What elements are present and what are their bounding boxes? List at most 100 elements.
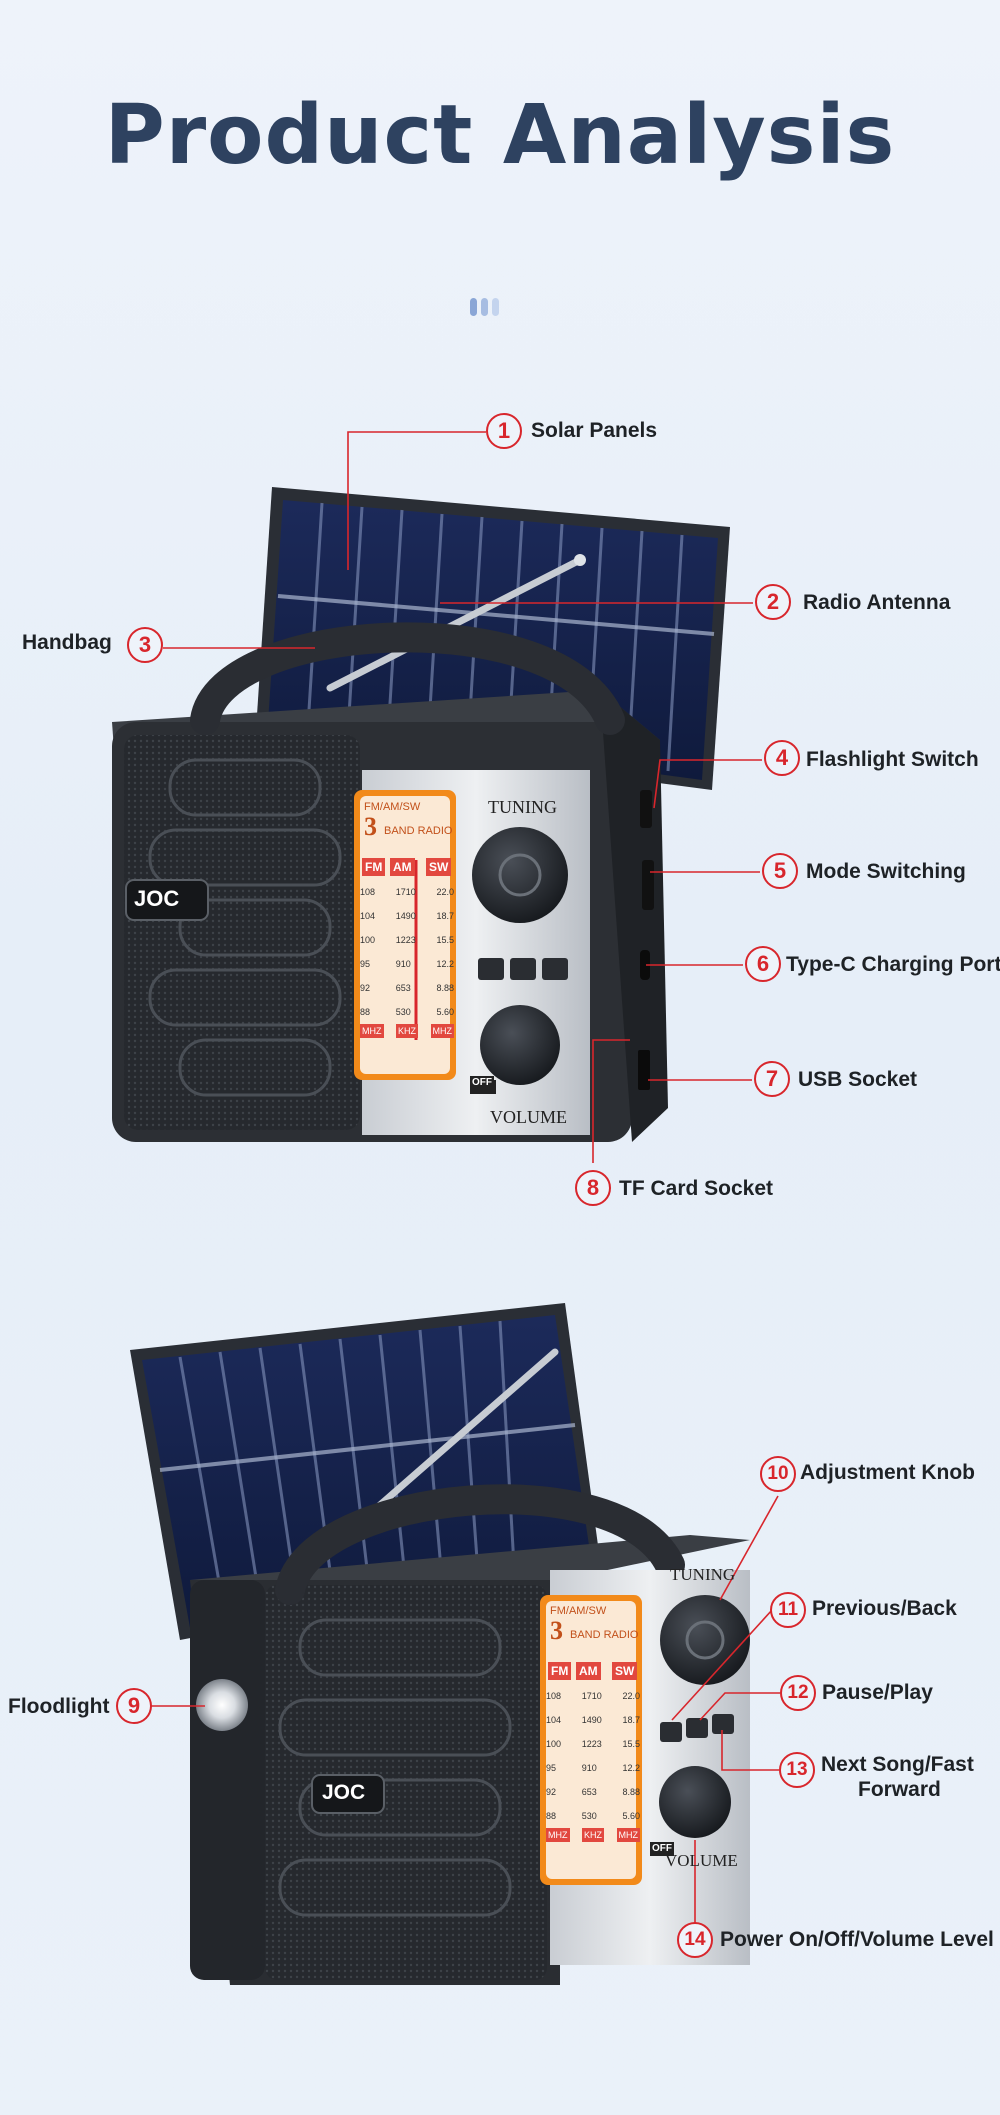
- radio-brand: JOC: [134, 886, 180, 911]
- radio-bottom: [130, 1303, 750, 1985]
- unit-1: KHZ: [582, 1828, 604, 1842]
- callout-number-14: 14: [677, 1922, 713, 1958]
- scale-sw-2: 15.5: [436, 935, 454, 945]
- callout-number-4: 4: [764, 740, 800, 776]
- scale-am-0: 1710: [395, 887, 416, 897]
- scale-am-2: 1223: [395, 935, 416, 945]
- callout-number-12: 12: [780, 1675, 816, 1711]
- tuning-label: TUNING: [488, 797, 557, 817]
- dot: [470, 298, 477, 316]
- play-button: [510, 958, 536, 980]
- scale-am-5: 530: [581, 1811, 597, 1821]
- unit-1: KHZ: [396, 1024, 418, 1038]
- callout-label-power-volume: Power On/Off/Volume Level: [720, 1928, 994, 1951]
- callout-label-usb-socket: USB Socket: [798, 1068, 918, 1091]
- band-am: AM: [576, 1662, 601, 1680]
- callout-label-previous-back: Previous/Back: [812, 1597, 957, 1620]
- leader-lines-top: [163, 431, 762, 1163]
- leader-lines-bottom: [150, 1495, 780, 1940]
- page-title: Product Analysis: [104, 88, 896, 183]
- band-sw: SW: [426, 858, 452, 876]
- floodlight: [196, 1679, 248, 1731]
- scale-am-3: 910: [581, 1763, 597, 1773]
- dial-big-number: 3: [364, 812, 377, 841]
- scale-am-1: 1490: [581, 1715, 602, 1725]
- scale-sw-0: 22.0: [622, 1691, 640, 1701]
- speaker-grille: [124, 735, 360, 1130]
- dial-band-text: BAND RADIO: [570, 1629, 639, 1641]
- scale-am-3: 910: [395, 959, 411, 969]
- decorative-dots: [470, 298, 503, 321]
- callout-label-radio-antenna: Radio Antenna: [803, 591, 951, 614]
- scale-fm-3: 95: [360, 959, 371, 969]
- dial-big-number: 3: [550, 1616, 563, 1645]
- scale-sw-4: 8.88: [622, 1787, 640, 1797]
- handle: [275, 1484, 685, 1605]
- callout-label-tf-card-socket: TF Card Socket: [619, 1177, 774, 1200]
- callout-number-1: 1: [486, 413, 522, 449]
- callout-label-solar-panels: Solar Panels: [531, 419, 658, 442]
- scale-sw-5: 5.60: [436, 1007, 454, 1017]
- callout-label-adjustment-knob: Adjustment Knob: [800, 1461, 975, 1484]
- radio-top: [112, 487, 730, 1142]
- off-label: OFF: [470, 1076, 494, 1090]
- callout-number-13: 13: [779, 1752, 815, 1788]
- speaker-grille: [265, 1585, 547, 1980]
- play-button: [686, 1718, 708, 1738]
- scale-sw-1: 18.7: [436, 911, 454, 921]
- scale-fm-3: 95: [546, 1763, 557, 1773]
- scale-fm-2: 100: [546, 1739, 562, 1749]
- callout-label-handbag: Handbag: [22, 631, 112, 654]
- solar-panel: [142, 1315, 590, 1628]
- callout-number-8: 8: [575, 1170, 611, 1206]
- callout-number-3: 3: [127, 627, 163, 663]
- handle: [190, 622, 625, 735]
- next-button: [542, 958, 568, 980]
- scale-fm-0: 108: [546, 1691, 562, 1701]
- callout-number-7: 7: [754, 1061, 790, 1097]
- prev-button: [478, 958, 504, 980]
- scale-am-1: 1490: [395, 911, 416, 921]
- band-fm: FM: [548, 1662, 572, 1680]
- callout-label-next-song: Next Song/Fast: [821, 1753, 974, 1776]
- scale-sw-3: 12.2: [436, 959, 454, 969]
- scale-sw-3: 12.2: [622, 1763, 640, 1773]
- callout-label-type-c-port: Type-C Charging Port: [786, 953, 1000, 976]
- callout-label-mode-switching: Mode Switching: [806, 860, 966, 883]
- callout-number-6: 6: [745, 946, 781, 982]
- unit-2: MHZ: [430, 1024, 454, 1038]
- tuning-label: TUNING: [670, 1565, 736, 1584]
- radio-side: [190, 1580, 265, 1980]
- volume-label: VOLUME: [665, 1851, 738, 1870]
- scale-fm-4: 92: [546, 1787, 557, 1797]
- callout-number-9: 9: [116, 1688, 152, 1724]
- callout-number-10: 10: [760, 1456, 796, 1492]
- volume-knob: [480, 1005, 560, 1085]
- callout-number-2: 2: [755, 584, 791, 620]
- unit-2: MHZ: [616, 1828, 640, 1842]
- scale-fm-1: 104: [360, 911, 376, 921]
- volume-label: VOLUME: [490, 1107, 567, 1127]
- scale-sw-4: 8.88: [436, 983, 454, 993]
- tuning-knob: [472, 827, 568, 923]
- dot: [492, 298, 499, 316]
- dial-header: FM/AM/SW: [550, 1605, 607, 1617]
- prev-button: [660, 1722, 682, 1742]
- scale-sw-1: 18.7: [622, 1715, 640, 1725]
- scale-fm-0: 108: [360, 887, 376, 897]
- scale-sw-5: 5.60: [622, 1811, 640, 1821]
- callout-label-floodlight: Floodlight: [8, 1695, 110, 1718]
- band-am: AM: [390, 858, 415, 876]
- next-button: [712, 1714, 734, 1734]
- unit-0: MHZ: [360, 1024, 384, 1038]
- volume-knob: [659, 1766, 731, 1838]
- dot: [481, 298, 488, 316]
- scale-sw-2: 15.5: [622, 1739, 640, 1749]
- scale-am-0: 1710: [581, 1691, 602, 1701]
- callout-number-5: 5: [762, 853, 798, 889]
- scale-sw-0: 22.0: [436, 887, 454, 897]
- dial-band-text: BAND RADIO: [384, 825, 453, 837]
